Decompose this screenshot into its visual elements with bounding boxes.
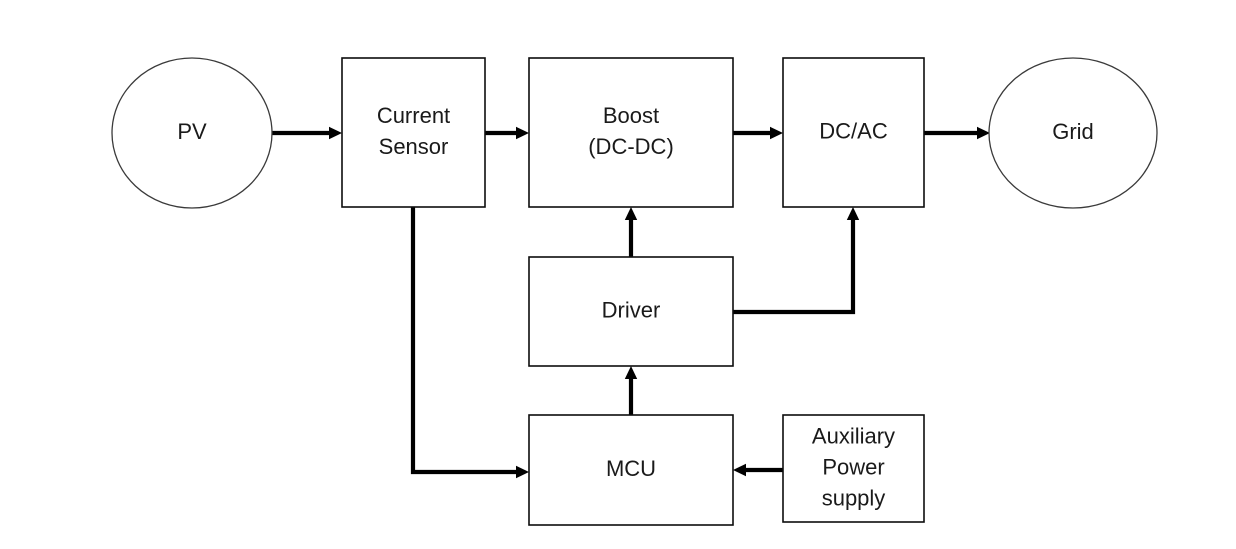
connector-current-sensor-to-mcu (410, 207, 529, 479)
node-label-line: Sensor (379, 134, 449, 159)
arrowhead-icon (846, 207, 860, 220)
node-label-driver: Driver (602, 297, 661, 322)
connector-driver-to-dcac (733, 207, 860, 315)
node-label-line: Auxiliary (812, 423, 895, 448)
node-label-line: Power (822, 454, 884, 479)
connectors-layer (272, 126, 990, 479)
connector-line (733, 213, 856, 315)
node-label-line: Current (377, 103, 450, 128)
node-driver[interactable]: Driver (528, 256, 734, 367)
arrowhead-icon (977, 126, 990, 140)
node-label-line: (DC-DC) (588, 134, 674, 159)
node-pv[interactable]: PV (111, 57, 273, 209)
arrowhead-icon (624, 207, 638, 220)
arrowhead-icon (770, 126, 783, 140)
node-label-line: Driver (602, 297, 661, 322)
node-label-line: DC/AC (819, 118, 888, 143)
connector-pv-to-current-sensor (272, 126, 342, 140)
node-circle-pv[interactable] (111, 57, 273, 209)
connector-driver-to-boost (624, 207, 638, 257)
connector-dcac-to-grid (924, 126, 990, 140)
node-label-line: supply (822, 485, 886, 510)
node-box-driver[interactable] (528, 256, 734, 367)
arrowhead-icon (733, 463, 746, 477)
node-label-pv: PV (177, 119, 207, 144)
connector-aux-power-supply-to-mcu (733, 463, 783, 477)
node-box-boost[interactable] (528, 57, 734, 208)
connector-line (410, 207, 523, 475)
connector-boost-to-dcac (733, 126, 783, 140)
node-label-line: Grid (1052, 119, 1094, 144)
node-label-grid: Grid (1052, 119, 1094, 144)
node-box-current-sensor[interactable] (341, 57, 486, 208)
node-label-line: MCU (606, 456, 656, 481)
node-label-dcac: DC/AC (819, 118, 888, 143)
node-box-dcac[interactable] (782, 57, 925, 208)
node-label-boost: Boost (DC-DC) (588, 103, 674, 159)
arrowhead-icon (329, 126, 342, 140)
node-label-line: Boost (603, 103, 659, 128)
node-mcu[interactable]: MCU (528, 414, 734, 526)
node-box-aux-power-supply[interactable] (782, 414, 925, 523)
node-box-mcu[interactable] (528, 414, 734, 526)
arrowhead-icon (624, 366, 638, 379)
node-circle-grid[interactable] (988, 57, 1158, 209)
node-grid[interactable]: Grid (988, 57, 1158, 209)
node-dcac[interactable]: DC/AC (782, 57, 925, 208)
node-boost[interactable]: Boost (DC-DC) (528, 57, 734, 208)
node-label-line: PV (177, 119, 207, 144)
arrowhead-icon (516, 126, 529, 140)
connector-current-sensor-to-boost (485, 126, 529, 140)
connector-mcu-to-driver (624, 366, 638, 415)
arrowhead-icon (516, 465, 529, 479)
node-label-mcu: MCU (606, 456, 656, 481)
